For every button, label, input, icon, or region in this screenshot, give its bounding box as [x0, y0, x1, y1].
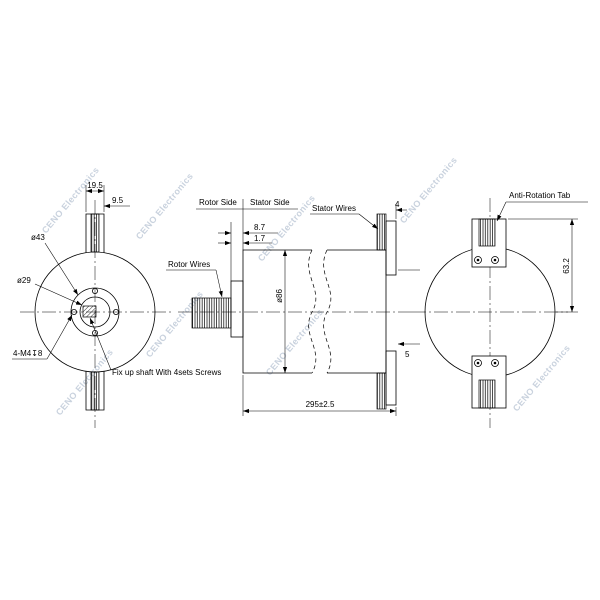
tab-bolt: [491, 256, 499, 264]
mounting-hole: [92, 287, 99, 294]
leader-d43: [44, 242, 79, 296]
tab-bolt-center: [476, 258, 480, 262]
stator-wires-bottom: [376, 372, 387, 410]
dim-tab-offset: 9.5: [112, 196, 124, 205]
break-line: [308, 249, 317, 374]
mounting-hole: [71, 308, 78, 315]
label-fix-shaft: Fix up shaft With 4sets Screws: [112, 368, 221, 377]
tab-bolt: [474, 256, 482, 264]
leader-holes: [46, 314, 73, 360]
dim-diameter: ø86: [275, 289, 284, 303]
watermark: CENO Electronics: [511, 343, 572, 413]
dim-63-2: 63.2: [562, 258, 571, 274]
mounting-hole: [113, 308, 120, 315]
label-anti-rotation-tab: Anti-Rotation Tab: [509, 191, 571, 200]
tab-bolt: [474, 359, 482, 367]
stator-wires-top: [376, 213, 387, 251]
leader-d29: [34, 283, 83, 306]
leader-fix-shaft: [89, 317, 112, 371]
label-d29: ø29: [17, 276, 31, 285]
tab-bolt: [491, 359, 499, 367]
label-rotor-wires: Rotor Wires: [168, 260, 210, 269]
watermark: CENO Electronics: [398, 155, 459, 225]
dim-8-7: 8.7: [254, 223, 266, 232]
dim-length: 295±2.5: [306, 400, 335, 409]
leader-anti-rotation: [496, 201, 507, 222]
shaft-key: [82, 305, 97, 318]
front-top-wires: [90, 213, 100, 253]
stator-plate-top: [385, 220, 397, 276]
label-holes: 4-M4↧8: [13, 349, 43, 358]
side-view: Rotor Side Stator Side 8.7 1.7 Rotor Wir…: [166, 198, 420, 416]
tab-bolt-center: [493, 361, 497, 365]
rear-view: Anti-Rotation Tab 63.2: [412, 191, 588, 428]
watermark: CENO Electronics: [134, 171, 195, 241]
label-rotor-side: Rotor Side: [199, 198, 237, 207]
rotor-flange: [230, 280, 244, 338]
stator-plate-bottom: [385, 350, 397, 406]
label-stator-side: Stator Side: [250, 198, 290, 207]
dim-5: 5: [405, 350, 410, 359]
rear-top-wires: [478, 218, 496, 247]
dim-1-7: 1.7: [254, 234, 266, 243]
leader-stator-wires: [358, 213, 379, 230]
front-view: 19.5 9.5 ø43 ø29 4-M4↧8 Fix up shaft Wit…: [12, 181, 221, 428]
front-circle-d43: [70, 287, 120, 337]
front-bottom-wires: [90, 371, 100, 411]
watermark: CENO Electronics: [264, 307, 325, 377]
dim-4: 4: [395, 200, 400, 209]
rotor-wires: [191, 297, 232, 329]
rear-bottom-wires: [478, 379, 496, 409]
tab-bolt-center: [493, 258, 497, 262]
label-stator-wires: Stator Wires: [312, 204, 356, 213]
dim-tab-width: 19.5: [87, 181, 103, 190]
front-circle-d29: [79, 296, 111, 328]
body-right-section: [327, 249, 387, 374]
tab-bolt-center: [476, 361, 480, 365]
label-d43: ø43: [31, 233, 45, 242]
leader-rotor-wires: [215, 269, 223, 298]
break-line: [323, 249, 332, 374]
